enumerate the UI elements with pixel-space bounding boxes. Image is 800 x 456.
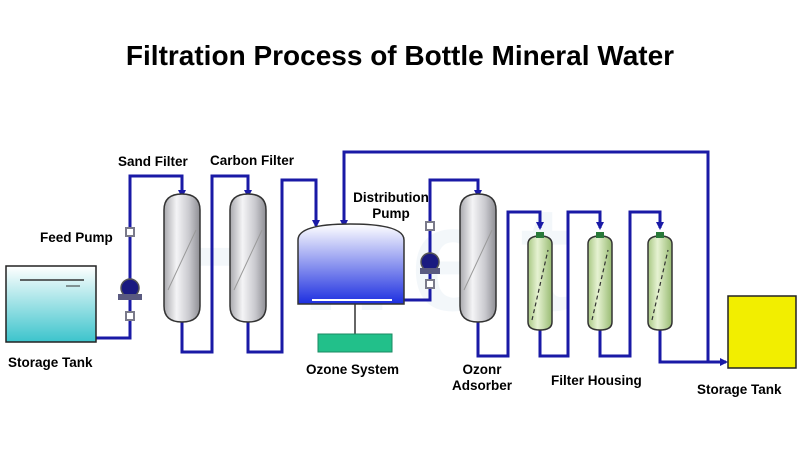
ozone-tank — [297, 223, 405, 353]
label-distribution-pump-line2: Pump — [372, 205, 410, 221]
pipe-carbon-to-ozone — [246, 178, 320, 354]
label-ozonr-adsorber: Ozonr Adsorber — [450, 362, 514, 393]
sand-filter-vessel — [163, 193, 201, 323]
feed-pump-icon — [118, 278, 142, 300]
pipe-network — [96, 150, 728, 366]
label-filter-housing: Filter Housing — [551, 373, 642, 388]
pipe-to-storage — [658, 330, 728, 366]
distribution-pump-icon — [420, 252, 440, 274]
label-ozonr-adsorber-line1: Ozonr — [462, 362, 502, 377]
filter-housing-1 — [527, 232, 553, 331]
label-distribution-pump-line1: Distribution — [353, 190, 429, 205]
pipe-adsorber-to-housing — [476, 210, 544, 358]
filter-housing-2 — [587, 232, 613, 331]
valves — [125, 221, 435, 321]
label-storage-tank-input: Storage Tank — [8, 355, 93, 370]
pipe-sand-to-carbon — [180, 174, 252, 354]
ozonr-adsorber-vessel — [459, 193, 497, 323]
pipe-return — [340, 150, 710, 362]
label-ozone-system: Ozone System — [306, 362, 400, 377]
pipe-ozone-to-adsorber — [404, 178, 482, 302]
label-ozonr-adsorber-line2: Adsorber — [451, 377, 512, 393]
label-storage-tank-output: Storage Tank — [697, 382, 782, 397]
label-feed-pump: Feed Pump — [40, 230, 113, 245]
filter-housing-3 — [647, 232, 673, 331]
diagram-title: Filtration Process of Bottle Mineral Wat… — [125, 40, 675, 71]
pipe-housing-2-3 — [598, 210, 664, 358]
storage-tank-output — [727, 295, 797, 369]
storage-tank-input — [5, 265, 97, 343]
pipe-housing-1-2 — [538, 210, 604, 358]
carbon-filter-vessel — [229, 193, 267, 323]
label-distribution-pump: Distribution Pump — [348, 190, 434, 221]
pipe-feed — [96, 174, 186, 340]
label-carbon-filter: Carbon Filter — [210, 153, 295, 168]
label-sand-filter: Sand Filter — [118, 154, 188, 169]
